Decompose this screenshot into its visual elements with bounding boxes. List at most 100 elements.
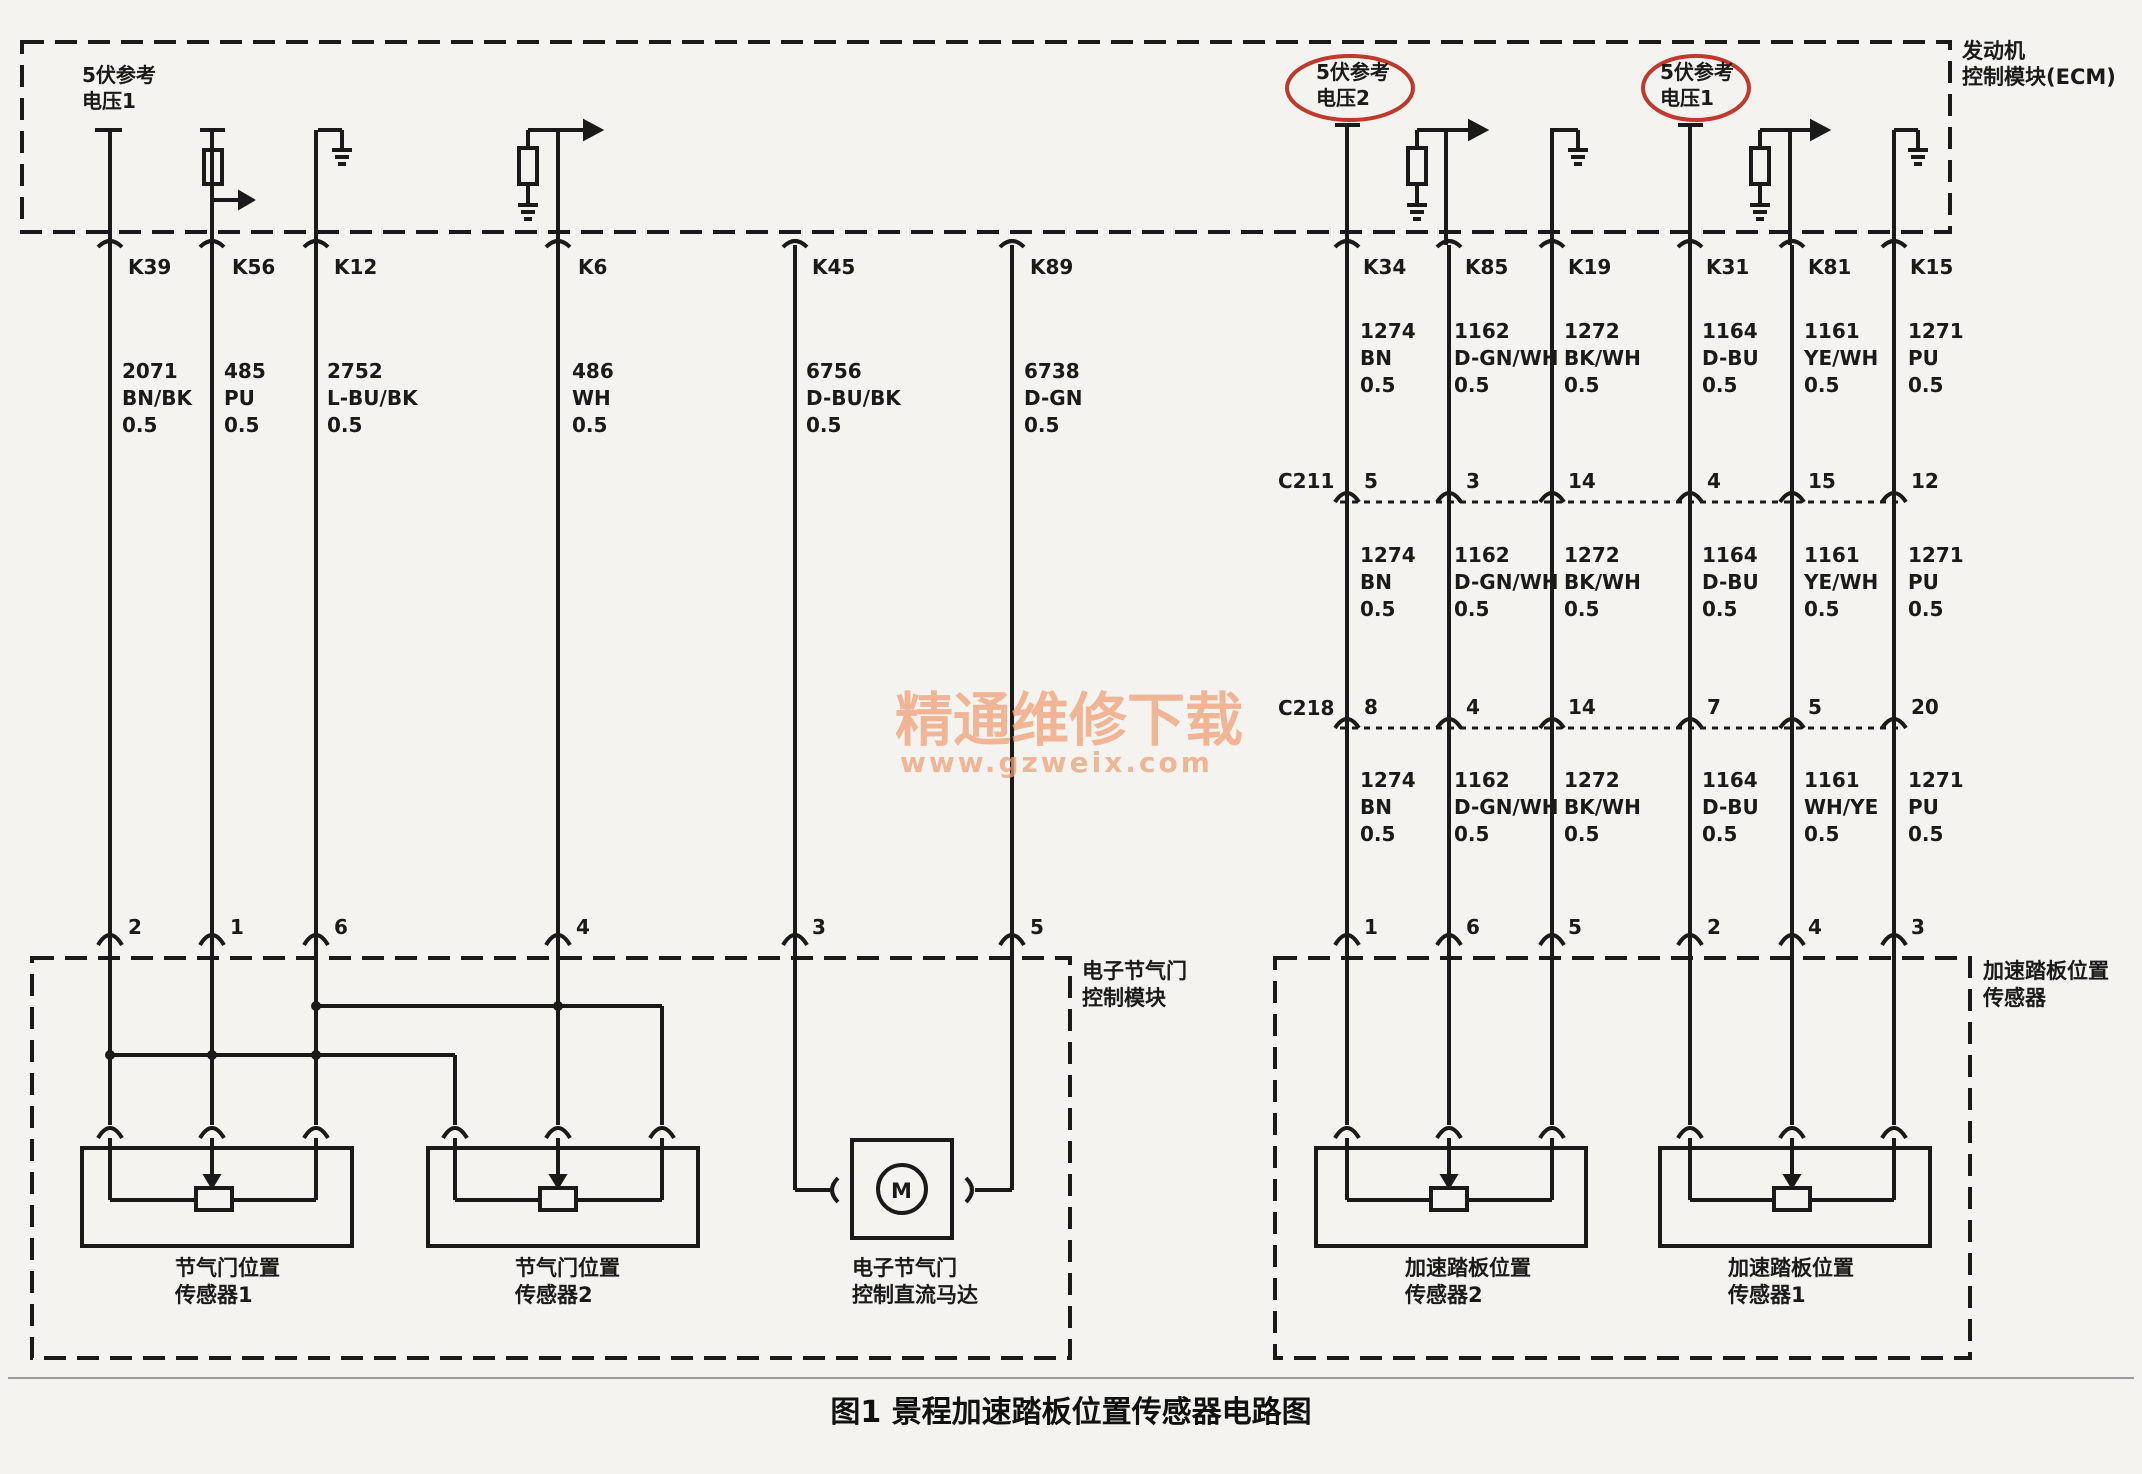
c211-pin-5: 5 bbox=[1364, 469, 1378, 493]
seg1-k19-color: BK/WH bbox=[1564, 346, 1641, 370]
figure-caption: 图1 景程加速踏板位置传感器电路图 bbox=[830, 1395, 1311, 1430]
right-bottom-arcs bbox=[1333, 933, 1908, 947]
ecm-internal-left bbox=[95, 118, 605, 221]
motor-symbol-text: M bbox=[891, 1179, 912, 1203]
seg2-k85-color: D-GN/WH bbox=[1454, 570, 1559, 594]
wire-k6-size: 0.5 bbox=[572, 413, 607, 437]
ecm-pin-k15: K15 bbox=[1910, 255, 1953, 279]
right-bottom-pin-2: 2 bbox=[1707, 915, 1721, 939]
right-bottom-pin-1: 1 bbox=[1364, 915, 1378, 939]
wire-k89-color: D-GN bbox=[1024, 386, 1082, 410]
app1-label-2: 传感器1 bbox=[1727, 1283, 1806, 1307]
etc-module-title-1: 电子节气门 bbox=[1082, 959, 1187, 983]
seg3-k85-circuit: 1162 bbox=[1454, 768, 1510, 792]
wire-k12-color: L-BU/BK bbox=[327, 386, 419, 410]
tps2-label-2: 传感器2 bbox=[514, 1283, 593, 1307]
left-bottom-pin-2: 2 bbox=[128, 915, 142, 939]
left-bottom-pin-4: 4 bbox=[576, 915, 590, 939]
seg1-k81-size: 0.5 bbox=[1804, 373, 1839, 397]
ecm-pin-k31: K31 bbox=[1706, 255, 1749, 279]
seg2-k19-color: BK/WH bbox=[1564, 570, 1641, 594]
seg3-k19-color: BK/WH bbox=[1564, 795, 1641, 819]
connector-c218-label: C218 bbox=[1278, 696, 1334, 720]
app2-symbol bbox=[1314, 1126, 1588, 1248]
c211-pin-15: 15 bbox=[1808, 469, 1836, 493]
wire-k39-color: BN/BK bbox=[122, 386, 194, 410]
app-module-boundary bbox=[1273, 956, 1972, 1360]
app-module-title-2: 传感器 bbox=[1982, 986, 2047, 1010]
seg3-k81-circuit: 1161 bbox=[1804, 768, 1860, 792]
tps2-label-1: 节气门位置 bbox=[515, 1256, 620, 1280]
connector-c211-label: C211 bbox=[1278, 469, 1334, 493]
watermark-text: 精通维修下载 bbox=[895, 686, 1243, 754]
seg1-k31-circuit: 1164 bbox=[1702, 319, 1758, 343]
c218-pin-8: 8 bbox=[1364, 695, 1378, 719]
wire-k56-circuit: 485 bbox=[224, 359, 266, 383]
app1-symbol bbox=[1658, 1126, 1932, 1248]
wire-k39-size: 0.5 bbox=[122, 413, 157, 437]
watermark-url: www.gzweix.com bbox=[900, 746, 1213, 779]
seg1-k31-size: 0.5 bbox=[1702, 373, 1737, 397]
seg3-k15-circuit: 1271 bbox=[1908, 768, 1964, 792]
seg3-k34-color: BN bbox=[1360, 795, 1392, 819]
tps1-label-1: 节气门位置 bbox=[175, 1256, 280, 1280]
seg1-k15-color: PU bbox=[1908, 346, 1939, 370]
etc-junctions bbox=[105, 1001, 563, 1060]
wire-k45-color: D-BU/BK bbox=[806, 386, 902, 410]
ecm-pin-k6: K6 bbox=[578, 255, 607, 279]
wire-k6-color: WH bbox=[572, 386, 611, 410]
seg2-k34-size: 0.5 bbox=[1360, 597, 1395, 621]
highlight-ref-voltage-1 bbox=[1641, 54, 1751, 122]
seg1-k34-size: 0.5 bbox=[1360, 373, 1395, 397]
seg1-k15-circuit: 1271 bbox=[1908, 319, 1964, 343]
seg1-k19-circuit: 1272 bbox=[1564, 319, 1620, 343]
seg1-k19-size: 0.5 bbox=[1564, 373, 1599, 397]
ecm-title: 发动机 bbox=[1961, 39, 2025, 63]
ecm-pin-k34: K34 bbox=[1363, 255, 1406, 279]
wire-k56-size: 0.5 bbox=[224, 413, 259, 437]
ecm-pin-k85: K85 bbox=[1465, 255, 1508, 279]
ecm-pin-k45: K45 bbox=[812, 255, 855, 279]
ref-right-line2: 电压1 bbox=[1660, 86, 1714, 110]
ecm-boundary bbox=[20, 40, 1952, 234]
ecm-pin-k81: K81 bbox=[1808, 255, 1851, 279]
wire-k6-circuit: 486 bbox=[572, 359, 614, 383]
seg1-k31-color: D-BU bbox=[1702, 346, 1759, 370]
wire-k89-size: 0.5 bbox=[1024, 413, 1059, 437]
seg1-k34-circuit: 1274 bbox=[1360, 319, 1416, 343]
c211-pin-4: 4 bbox=[1707, 469, 1721, 493]
throttle-motor-symbol bbox=[795, 1138, 1012, 1240]
seg1-k81-color: YE/WH bbox=[1803, 346, 1878, 370]
ref-right-line1: 5伏参考 bbox=[1660, 60, 1734, 84]
c211-pin-14: 14 bbox=[1568, 469, 1596, 493]
ecm-pin-k39: K39 bbox=[128, 255, 171, 279]
app2-label-1: 加速踏板位置 bbox=[1404, 1256, 1531, 1280]
seg2-k85-size: 0.5 bbox=[1454, 597, 1489, 621]
etc-module-boundary bbox=[30, 956, 1072, 1360]
seg2-k15-size: 0.5 bbox=[1908, 597, 1943, 621]
seg1-k85-color: D-GN/WH bbox=[1454, 346, 1559, 370]
left-bottom-pin-3: 3 bbox=[812, 915, 826, 939]
tps2-symbol bbox=[426, 1126, 700, 1248]
c211-pin-12: 12 bbox=[1911, 469, 1939, 493]
seg2-k81-circuit: 1161 bbox=[1804, 543, 1860, 567]
right-bottom-pin-5: 5 bbox=[1568, 915, 1582, 939]
left-bottom-arcs bbox=[96, 933, 1026, 947]
c218-arcs bbox=[1333, 717, 1908, 730]
wire-k39-circuit: 2071 bbox=[122, 359, 178, 383]
app1-label-1: 加速踏板位置 bbox=[1727, 1256, 1854, 1280]
right-bottom-pin-6: 6 bbox=[1466, 915, 1480, 939]
c211-arcs bbox=[1333, 491, 1908, 504]
seg2-k31-color: D-BU bbox=[1702, 570, 1759, 594]
wire-k12-size: 0.5 bbox=[327, 413, 362, 437]
seg2-k85-circuit: 1162 bbox=[1454, 543, 1510, 567]
seg3-k85-size: 0.5 bbox=[1454, 822, 1489, 846]
seg1-k81-circuit: 1161 bbox=[1804, 319, 1860, 343]
wire-k12-circuit: 2752 bbox=[327, 359, 383, 383]
seg2-k31-size: 0.5 bbox=[1702, 597, 1737, 621]
left-wires bbox=[108, 130, 1014, 1190]
ecm-internal-right bbox=[1335, 118, 1928, 221]
seg3-k19-size: 0.5 bbox=[1564, 822, 1599, 846]
seg3-k34-circuit: 1274 bbox=[1360, 768, 1416, 792]
seg3-k31-size: 0.5 bbox=[1702, 822, 1737, 846]
